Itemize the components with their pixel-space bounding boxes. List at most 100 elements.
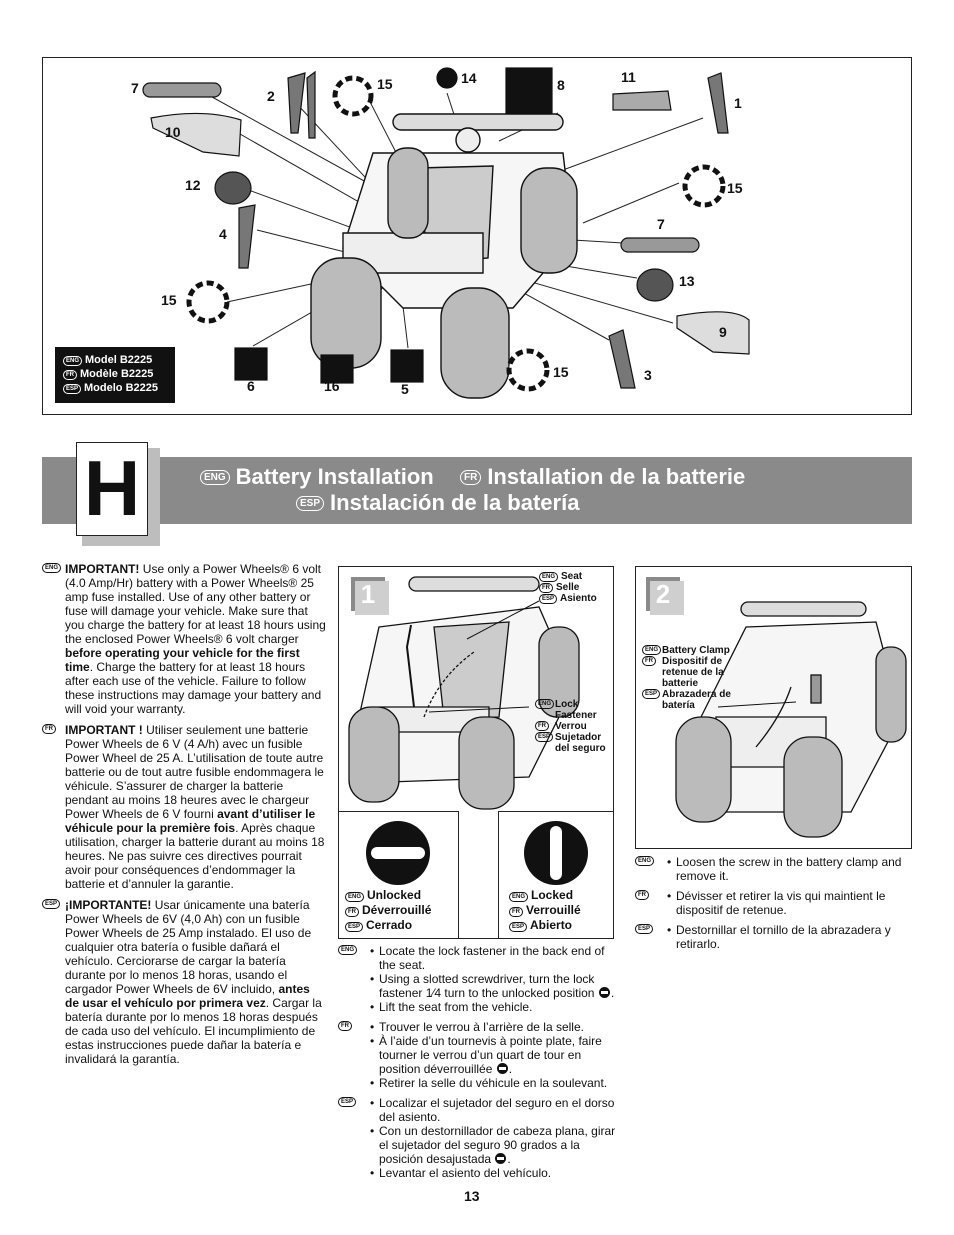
- step-1-eng: ENG Locate the lock fastener in the back…: [338, 944, 620, 1014]
- clamp-fr: Dispositif de retenue de la batterie: [662, 656, 724, 689]
- instruction: Locate the lock fastener in the back end…: [370, 944, 620, 972]
- important-eng: ENG IMPORTANT! Use only a Power Wheels® …: [42, 562, 326, 716]
- decal-number: 14: [461, 70, 477, 86]
- locked-eng: Locked: [531, 888, 574, 902]
- decal-number: 7: [657, 216, 665, 232]
- important-label: IMPORTANT!: [65, 562, 140, 576]
- battery-clamp-illustration: [675, 601, 907, 838]
- unlocked-esp: Cerrado: [366, 918, 413, 932]
- important-notes: ENG IMPORTANT! Use only a Power Wheels® …: [42, 562, 326, 1073]
- lang-badge: ESP: [345, 922, 364, 932]
- lang-badge: FR: [509, 907, 523, 917]
- instruction-text: Using a slotted screwdriver, turn the lo…: [379, 972, 595, 1000]
- locked-icon: [524, 821, 588, 885]
- decal-diagram: 7 2 15 14 8 11 1 10 12 15 7 4 13 15 9 6 …: [42, 57, 912, 415]
- decal-number: 15: [161, 292, 177, 308]
- instruction: Using a slotted screwdriver, turn the lo…: [370, 972, 620, 1000]
- locked-fr: Verrouillé: [526, 903, 581, 917]
- decal-number: 11: [621, 69, 636, 85]
- important-text: . Charge the battery for at least 18 hou…: [65, 660, 322, 716]
- lang-badge: ENG: [63, 356, 83, 366]
- decal-number: 9: [719, 324, 727, 340]
- seat-esp: Asiento: [560, 593, 597, 604]
- lang-badge: ENG: [200, 470, 230, 485]
- lang-badge: ENG: [635, 856, 655, 866]
- lang-badge: ESP: [296, 496, 325, 511]
- model-fr: Modèle B2225: [80, 368, 154, 380]
- lang-badge: ESP: [642, 689, 661, 699]
- decal-number: 6: [247, 378, 255, 394]
- lang-badge: ESP: [539, 594, 558, 604]
- clamp-esp: Abrazadera de batería: [662, 689, 731, 711]
- lang-badge: FR: [642, 656, 656, 666]
- lang-badge: ENG: [539, 572, 559, 582]
- instruction: Destornillar el tornillo de la abrazader…: [667, 923, 915, 951]
- lock-esp: Sujetador del seguro: [555, 732, 606, 754]
- lang-badge: ENG: [42, 563, 62, 573]
- seat-fr: Selle: [556, 582, 580, 593]
- important-emphasis: antes de usar el vehículo por primera ve…: [65, 982, 310, 1010]
- step-number: 1: [351, 577, 389, 615]
- important-text: Usar únicamente una batería Power Wheels…: [65, 898, 312, 996]
- decal-number: 8: [557, 77, 565, 93]
- unlocked-fr: Déverrouillé: [362, 903, 432, 917]
- clamp-eng: Battery Clamp: [662, 645, 730, 656]
- lang-badge: FR: [535, 721, 549, 731]
- important-emphasis: before operating your vehicle for the fi…: [65, 646, 300, 674]
- important-text: Utiliser seulement une batterie Power Wh…: [65, 723, 324, 821]
- lang-badge: ENG: [345, 892, 365, 902]
- decal-number: 15: [553, 364, 569, 380]
- lang-badge: FR: [345, 907, 359, 917]
- locked-esp: Abierto: [530, 918, 573, 932]
- lang-badge: ENG: [535, 699, 555, 709]
- decal-number: 13: [679, 273, 695, 289]
- important-emphasis: avant d’utiliser le véhicule pour la pre…: [65, 807, 316, 835]
- lang-badge: ESP: [338, 1097, 357, 1107]
- unlocked-symbol-icon: [598, 987, 610, 998]
- section-letter: H: [76, 442, 148, 536]
- lock-fr: Verrou: [555, 721, 587, 732]
- lang-badge: ENG: [642, 645, 662, 655]
- step-2-fr: FRDévisser et retirer la vis qui maintie…: [635, 889, 915, 917]
- lang-badge: FR: [63, 370, 77, 380]
- instruction: Loosen the screw in the battery clamp an…: [667, 855, 915, 883]
- unlocked-eng: Unlocked: [367, 888, 422, 902]
- lang-badge: FR: [635, 890, 649, 900]
- decal-number: 3: [644, 367, 652, 383]
- step-2-instructions: ENG Loosen the screw in the battery clamp…: [635, 855, 915, 951]
- instruction: Levantar el asiento del vehículo.: [370, 1166, 620, 1180]
- lang-badge: ESP: [535, 732, 554, 742]
- step-2-esp: ESPDestornillar el tornillo de la abraza…: [635, 923, 915, 951]
- atv-decal-illustration: [142, 67, 750, 399]
- instruction: Localizar el sujetador del seguro en el …: [370, 1096, 620, 1124]
- lang-badge: ESP: [42, 899, 61, 909]
- lang-badge: FR: [42, 724, 56, 734]
- important-esp: ESP ¡IMPORTANTE! Usar únicamente una bat…: [42, 898, 326, 1066]
- instruction: Trouver le verrou à l’arrière de la sell…: [370, 1020, 620, 1034]
- instruction-text: À l’aide d’un tournevis à pointe plate, …: [379, 1034, 602, 1076]
- model-esp: Modelo B2225: [84, 382, 158, 394]
- instruction: Lift the seat from the vehicle.: [370, 1000, 620, 1014]
- instruction: Con un destornillador de cabeza plana, g…: [370, 1124, 620, 1166]
- lang-badge: FR: [338, 1021, 352, 1031]
- unlocked-symbol-icon: [495, 1153, 507, 1164]
- instruction-text: Con un destornillador de cabeza plana, g…: [379, 1124, 616, 1166]
- decal-number: 7: [131, 80, 139, 96]
- decal-number: 5: [401, 381, 409, 397]
- decal-number: 16: [324, 378, 340, 394]
- page-number: 13: [464, 1188, 480, 1204]
- decal-number: 2: [267, 88, 275, 104]
- decal-number: 10: [165, 124, 181, 140]
- lock-eng: Lock Fastener: [555, 699, 597, 721]
- step-1-fr: FR Trouver le verrou à l’arrière de la s…: [338, 1020, 620, 1090]
- unlocked-symbol-icon: [496, 1063, 508, 1074]
- important-text: Use only a Power Wheels® 6 volt (4.0 Amp…: [65, 562, 326, 646]
